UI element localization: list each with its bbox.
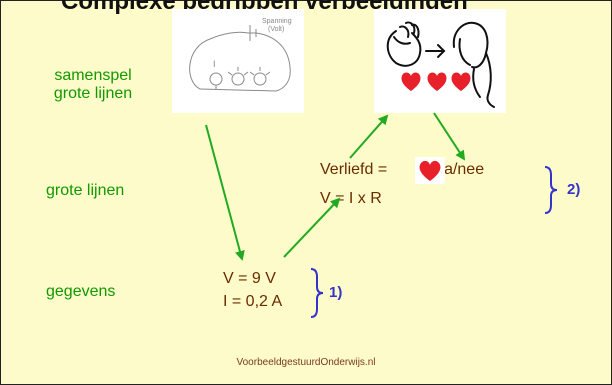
love-formula-prefix: Verliefd = [320,161,388,178]
heart-icon [415,157,445,184]
brace-label-1: 1) [329,284,343,301]
drawing-heart-3 [451,72,471,91]
brace-2 [544,166,558,214]
circuit-letter-i: I [213,59,216,69]
footer-credit: VoorbeeldgestuurdOnderwijs.nl [236,357,376,368]
voltage-value: V = 9 V [223,270,276,287]
level-label-top: samenspel grote lijnen [43,67,143,103]
brace-label-2: 2) [567,181,581,198]
arrow-drawing-to-formula [433,112,466,161]
brace-1 [310,268,324,318]
love-drawing-image [374,9,506,113]
arrow-sketch-to-data [205,124,245,261]
circuit-caption-line2: (Volt) [268,26,284,33]
level-label-top-line1: samenspel [54,67,132,84]
circuit-caption-line1: Spanning [262,18,292,25]
level-label-top-line2: grote lijnen [53,85,133,102]
current-value: I = 0,2 A [223,293,283,310]
level-label-bottom: gegevens [46,283,116,300]
drawing-heart-2 [427,72,447,91]
arrow-formula-to-drawing [349,114,389,159]
slide-title: Complexe begrippen verbeeldingen [61,0,468,15]
arrow-data-to-formula [283,197,341,258]
drawing-heart-1 [401,72,421,91]
circuit-sketch-image: Spanning (Volt) I [172,9,304,113]
level-label-middle: grote lijnen [46,182,125,199]
